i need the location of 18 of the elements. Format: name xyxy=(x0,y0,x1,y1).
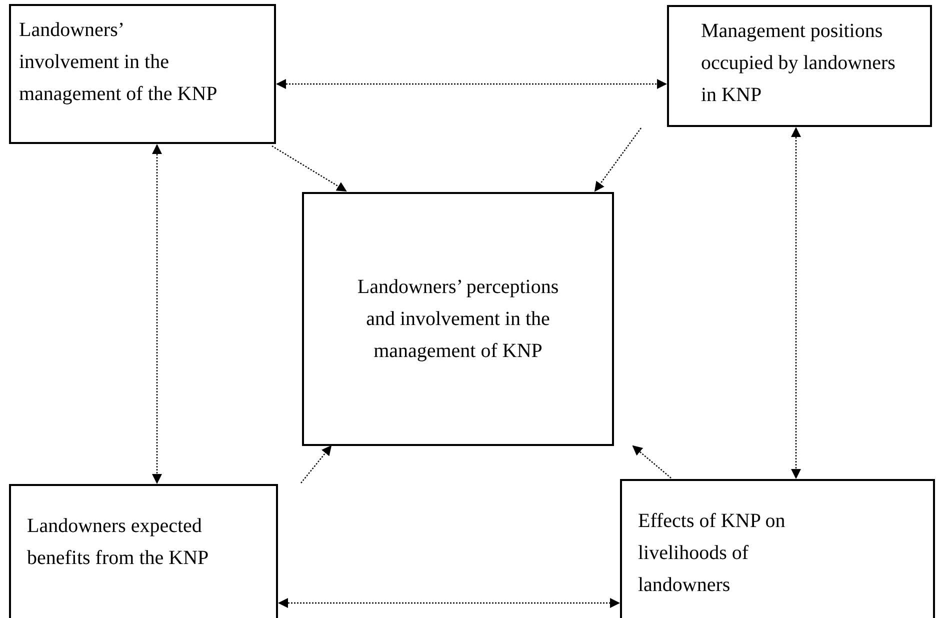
arrow xyxy=(278,598,620,608)
text-box xyxy=(9,484,278,618)
text-box xyxy=(620,479,935,618)
text-box xyxy=(667,5,932,127)
box-text: Landowners’ involvement in the management of the KNP xyxy=(19,18,218,107)
text-box xyxy=(9,4,276,144)
arrow xyxy=(272,145,347,192)
arrow xyxy=(152,144,162,484)
arrow xyxy=(276,79,667,89)
arrow xyxy=(594,128,642,192)
box-text: Landowners expected benefits from the KNP xyxy=(27,514,210,571)
arrow xyxy=(632,445,672,478)
arrow xyxy=(791,127,801,479)
arrow xyxy=(300,445,332,484)
box-text: Management positions occupied by landowners in KNP xyxy=(701,19,896,108)
text-box xyxy=(302,192,614,446)
box-text: Effects of KNP on livelihoods of landowners xyxy=(638,509,786,598)
box-text: Landowners’ perceptions and involvement in the management of KNP xyxy=(356,275,560,364)
